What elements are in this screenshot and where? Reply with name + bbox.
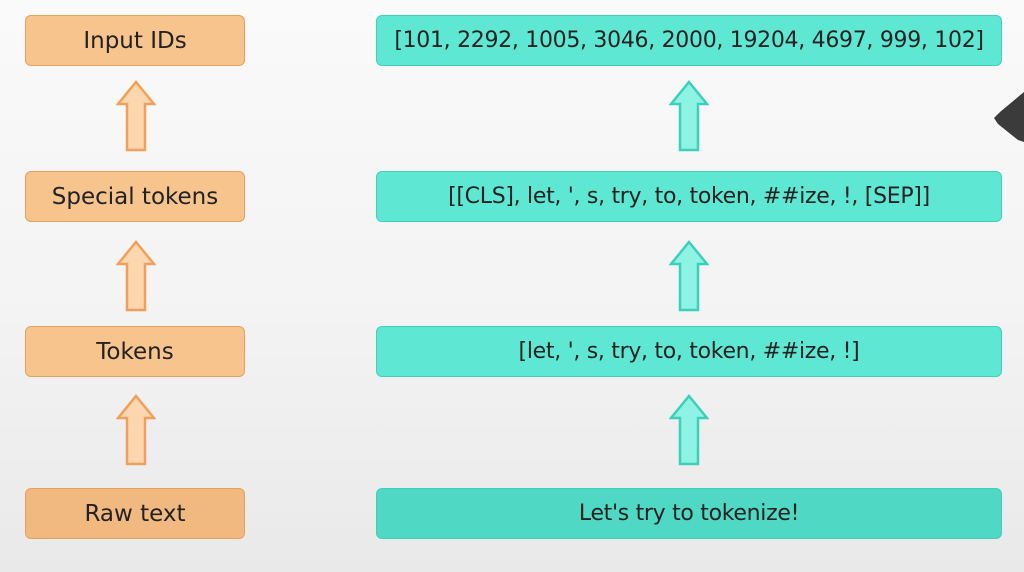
stage-label-text: Tokens bbox=[96, 338, 174, 365]
stage-label-tokens: Tokens bbox=[25, 326, 245, 377]
stage-value-tokens: [let, ', s, try, to, token, ##ize, !] bbox=[376, 326, 1002, 377]
stage-label-special-tokens: Special tokens bbox=[25, 171, 245, 222]
stage-value-raw-text: Let's try to tokenize! bbox=[376, 488, 1002, 539]
stage-label-input-ids: Input IDs bbox=[25, 15, 245, 66]
stage-value-text: Let's try to tokenize! bbox=[578, 501, 800, 526]
stage-value-input-ids: [101, 2292, 1005, 3046, 2000, 19204, 469… bbox=[376, 15, 1002, 66]
up-arrow-icon bbox=[116, 240, 156, 312]
up-arrow-icon bbox=[669, 80, 709, 152]
stage-label-raw-text: Raw text bbox=[25, 488, 245, 539]
stage-label-text: Raw text bbox=[84, 500, 186, 527]
stage-value-text: [[CLS], let, ', s, try, to, token, ##ize… bbox=[448, 184, 930, 209]
up-arrow-icon bbox=[669, 394, 709, 466]
stage-value-special-tokens: [[CLS], let, ', s, try, to, token, ##ize… bbox=[376, 171, 1002, 222]
up-arrow-icon bbox=[116, 394, 156, 466]
cursor-shadow-icon bbox=[994, 92, 1024, 142]
stage-value-text: [let, ', s, try, to, token, ##ize, !] bbox=[518, 339, 860, 364]
stage-value-text: [101, 2292, 1005, 3046, 2000, 19204, 469… bbox=[394, 28, 984, 53]
up-arrow-icon bbox=[116, 80, 156, 152]
stage-label-text: Input IDs bbox=[83, 27, 187, 54]
stage-label-text: Special tokens bbox=[51, 183, 219, 210]
up-arrow-icon bbox=[669, 240, 709, 312]
